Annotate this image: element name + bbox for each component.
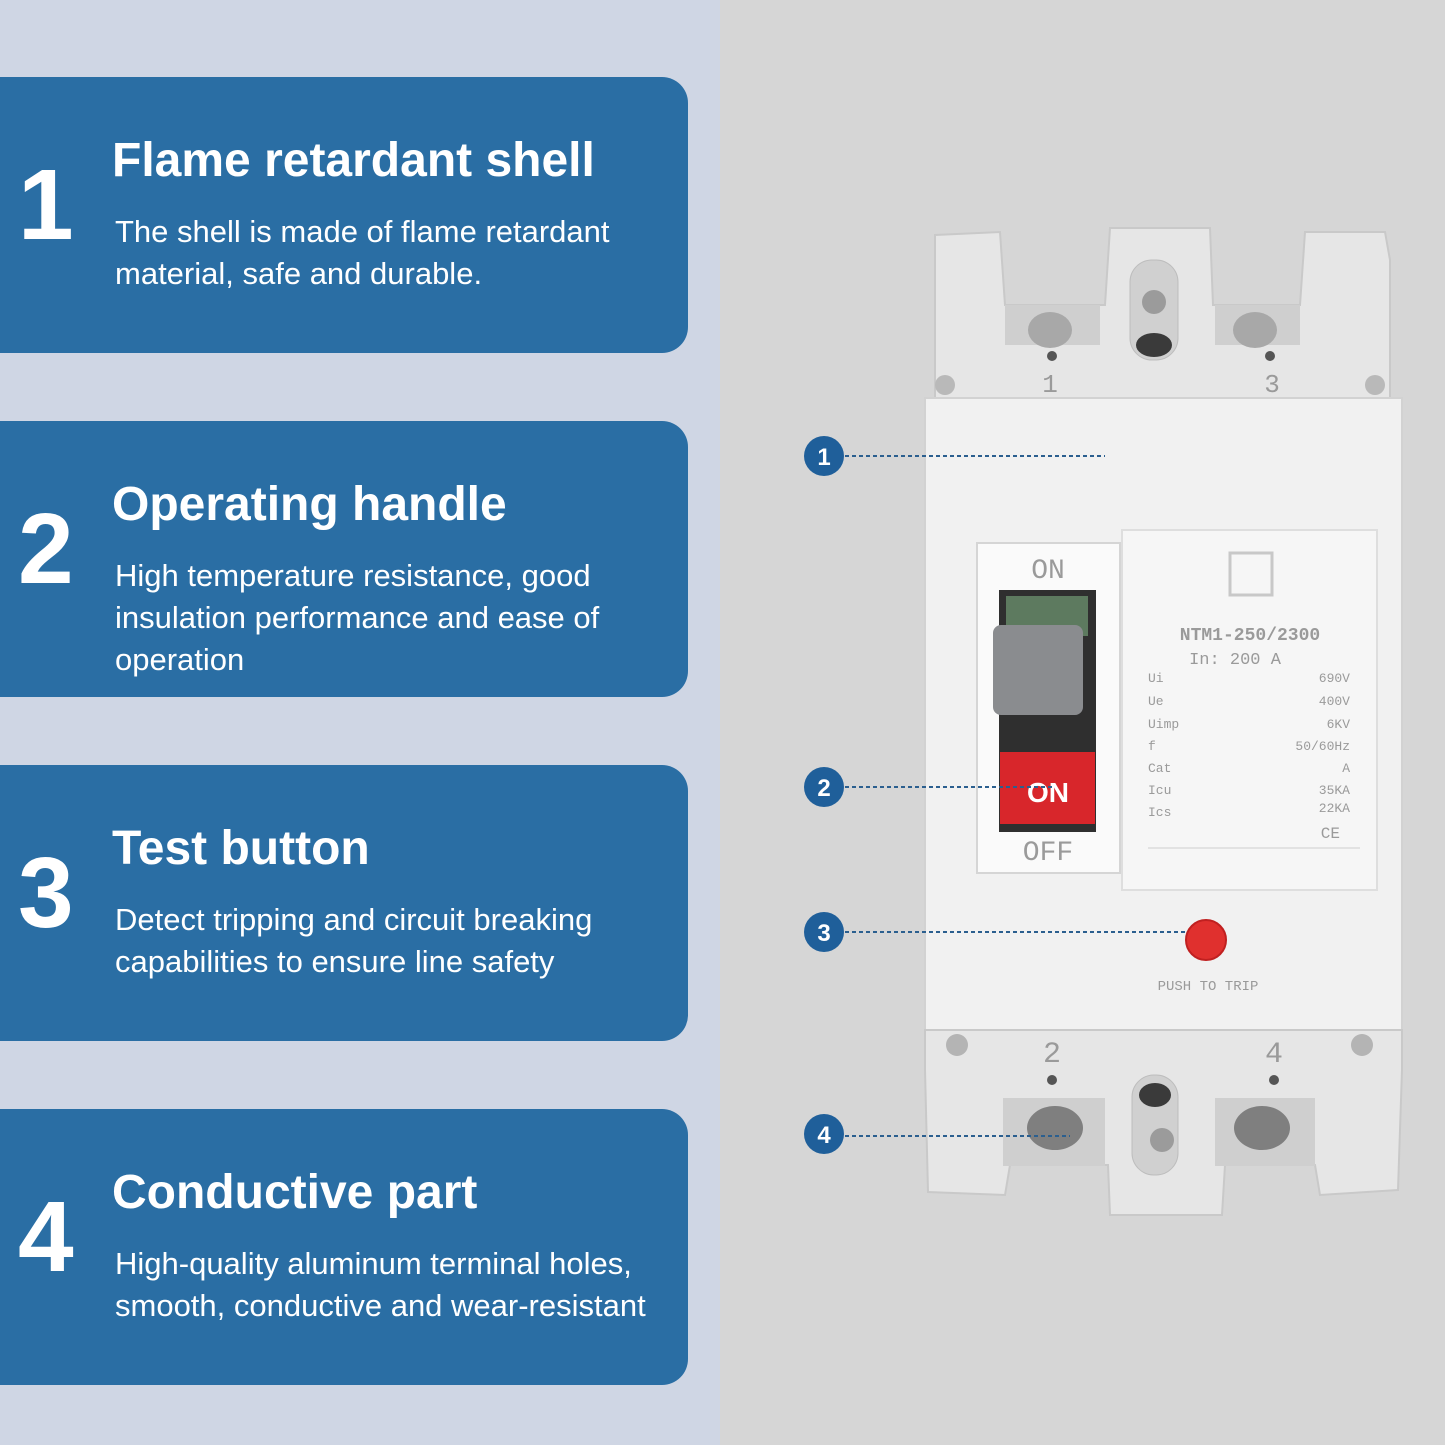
push-to-trip-label: PUSH TO TRIP (1158, 979, 1259, 995)
switch-off-label: OFF (1023, 838, 1073, 869)
feature-number: 2 (18, 493, 74, 605)
callout-1: 1 (804, 436, 1105, 476)
handle-lever[interactable] (993, 625, 1083, 715)
screw-icon (946, 1034, 968, 1056)
feature-number: 1 (18, 149, 74, 261)
spec-label: Icu (1148, 783, 1171, 798)
bottom-terminal-block: 2 4 (924, 1029, 1403, 1216)
feature-number: 4 (18, 1181, 74, 1293)
feature-title: Conductive part (112, 1166, 478, 1219)
spec-value: 6KV (1327, 717, 1351, 732)
callout-3: 3 (804, 912, 1185, 952)
spec-value: 50/60Hz (1295, 739, 1350, 754)
spec-label: Cat (1148, 761, 1171, 776)
model-label: NTM1-250/2300 (1180, 626, 1320, 646)
feature-description: The shell is made of flame retardant mat… (115, 214, 610, 291)
feature-card-3: 3 Test button Detect tripping and circui… (0, 765, 688, 1041)
terminal-label: 4 (1265, 1038, 1283, 1072)
switch-on-label: ON (1031, 556, 1065, 587)
handle-on-label: ON (1027, 777, 1069, 808)
feature-card-1: 1 Flame retardant shell The shell is mad… (0, 77, 688, 353)
terminal-label: 2 (1043, 1038, 1061, 1072)
test-button[interactable] (1185, 919, 1227, 961)
callout-number: 1 (817, 444, 830, 471)
spec-label: Ui (1148, 671, 1164, 686)
spec-value: A (1342, 761, 1350, 776)
rating-label: In: 200 A (1189, 651, 1282, 670)
spec-label: Ue (1148, 694, 1164, 709)
spec-label: f (1148, 739, 1156, 754)
top-terminal-block: 1 3 (934, 227, 1391, 401)
terminal-label: 1 (1042, 370, 1058, 400)
terminal-label: 3 (1264, 370, 1280, 400)
spec-value: 22KA (1319, 801, 1350, 816)
brand-logo-icon (1228, 551, 1274, 597)
screw-icon (1351, 1034, 1373, 1056)
screw-icon (1150, 1128, 1174, 1152)
feature-description: High temperature resistance, good insula… (115, 558, 600, 677)
callout-number: 3 (817, 920, 830, 947)
spec-label: Uimp (1148, 717, 1179, 732)
feature-number: 3 (18, 837, 74, 949)
feature-description: Detect tripping and circuit breaking cap… (115, 902, 593, 979)
spec-value: 400V (1319, 694, 1350, 709)
feature-title: Test button (112, 822, 370, 875)
feature-card-2: 2 Operating handle High temperature resi… (0, 421, 688, 697)
feature-card-4: 4 Conductive part High-quality aluminum … (0, 1109, 688, 1385)
spec-value: 690V (1319, 671, 1350, 686)
spec-value: 35KA (1319, 783, 1350, 798)
callout-number: 4 (817, 1122, 831, 1149)
spec-label: Ics (1148, 805, 1171, 820)
callout-4: 4 (804, 1114, 1070, 1154)
callout-2: 2 (804, 767, 1052, 807)
spec-table: Ui 690V Ue 400V Uimp 6KV f 50/60Hz Cat A… (1148, 671, 1360, 849)
circuit-breaker-illustration: 1 3 NTM1-250/2300 In: 200 A Ui 690V Ue 4… (804, 227, 1403, 1216)
feature-description: High-quality aluminum terminal holes, sm… (115, 1246, 646, 1323)
screw-icon (1142, 290, 1166, 314)
ce-mark: CE (1321, 825, 1340, 843)
feature-title: Operating handle (112, 478, 507, 531)
feature-title: Flame retardant shell (112, 134, 595, 187)
operating-handle[interactable]: ON ON OFF (976, 542, 1121, 874)
callout-number: 2 (817, 775, 830, 802)
